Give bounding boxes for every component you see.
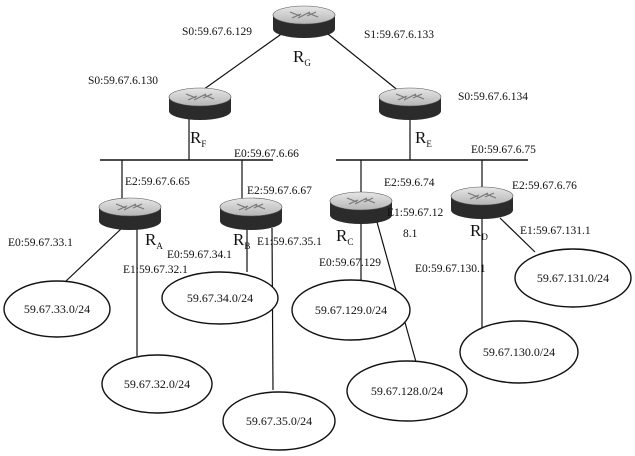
network-59-67-130: 59.67.130.0/24 [459, 320, 579, 384]
iface-rc-e1: E1:59.67.12 [387, 207, 443, 219]
router-rc-label: RC [336, 226, 353, 247]
network-label: 59.67.128.0/24 [371, 384, 443, 398]
iface-rd-e2: E2:59.67.6.76 [512, 180, 577, 192]
link-rd-n131 [499, 217, 536, 253]
network-label: 59.67.35.0/24 [246, 414, 312, 428]
iface-rc-e1-cont: 8.1 [403, 228, 418, 240]
iface-rd-e1: E1:59.67.131.1 [520, 225, 591, 237]
network-59-67-128: 59.67.128.0/24 [346, 360, 468, 422]
router-rc[interactable]: RC [329, 191, 393, 247]
iface-ra-e1: E1:59.67.32.1 [123, 264, 188, 276]
iface-ra-e0: E0:59.67.33.1 [8, 237, 73, 249]
link-rg-rf [199, 29, 288, 93]
iface-rb-e2: E2:59.67.6.67 [247, 185, 312, 197]
router-icon [329, 191, 393, 225]
iface-rf-e0: E0:59.67.6.66 [234, 148, 299, 160]
iface-rb-e0: E0:59.67.34.1 [167, 249, 232, 261]
router-icon [219, 197, 283, 231]
network-59-67-33: 59.67.33.0/24 [3, 280, 111, 338]
network-59-67-35: 59.67.35.0/24 [222, 391, 336, 451]
network-label: 59.67.131.0/24 [537, 271, 609, 285]
iface-rc-e0: E0:59.67.129 [319, 257, 381, 269]
router-icon [168, 87, 232, 121]
iface-rc-e2: E2:59.6.74 [384, 177, 435, 189]
router-rg[interactable]: RG [272, 5, 336, 68]
router-icon [98, 197, 162, 231]
router-rg-label: RG [293, 47, 311, 68]
router-icon [378, 87, 442, 121]
router-rd-label: RD [470, 221, 488, 242]
router-ra-label: RA [145, 230, 163, 251]
link-rg-re [322, 29, 401, 93]
router-rf[interactable]: RF [168, 87, 232, 149]
iface-rf-s0: S0:59.67.6.130 [88, 75, 158, 87]
network-59-67-32: 59.67.32.0/24 [101, 354, 213, 414]
router-rb[interactable]: RB [219, 197, 283, 251]
network-59-67-34: 59.67.34.0/24 [161, 271, 279, 325]
network-label: 59.67.130.0/24 [483, 345, 555, 359]
router-rf-label: RF [190, 128, 206, 149]
network-label: 59.67.33.0/24 [24, 302, 90, 316]
router-icon [450, 186, 514, 220]
network-label: 59.67.32.0/24 [124, 377, 190, 391]
router-rd[interactable]: RD [450, 186, 514, 242]
network-label: 59.67.129.0/24 [315, 303, 387, 317]
network-59-67-131: 59.67.131.0/24 [514, 248, 632, 308]
router-re-label: RE [415, 128, 432, 149]
network-label: 59.67.34.0/24 [187, 291, 253, 305]
iface-rd-e0: E0:59.67.130.1 [415, 263, 486, 275]
iface-re-s0: S0:59.67.6.134 [458, 91, 528, 103]
iface-rg-s0: S0:59.67.6.129 [182, 26, 252, 38]
router-re[interactable]: RE [378, 87, 442, 149]
router-icon [272, 5, 336, 39]
link-ra-n33 [64, 227, 123, 283]
router-rb-label: RB [233, 230, 250, 251]
router-ra[interactable]: RA [98, 197, 163, 251]
iface-re-e0: E0:59.67.6.75 [471, 144, 536, 156]
network-59-67-129: 59.67.129.0/24 [291, 279, 411, 341]
iface-rg-s1: S1:59.67.6.133 [364, 29, 434, 41]
iface-rb-e1: E1:59.67.35.1 [257, 236, 322, 248]
iface-ra-e2: E2:59.67.6.65 [125, 176, 190, 188]
